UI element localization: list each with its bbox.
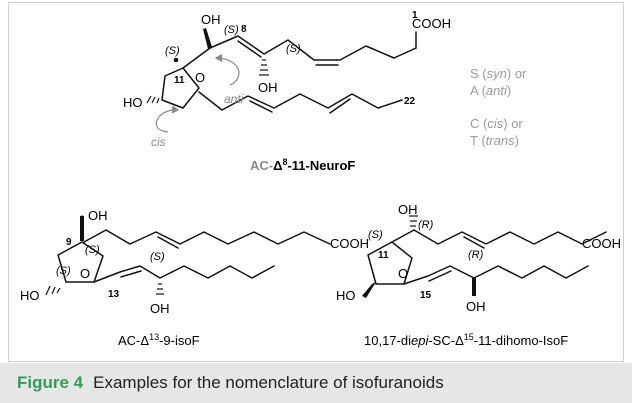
top-num-11: 11 — [174, 75, 185, 86]
top-num-22: 22 — [404, 96, 416, 107]
top-num-8: 8 — [241, 24, 247, 35]
br-stereo-r2: (R) — [468, 249, 484, 261]
bl-compound-name: AC-Δ13-9-isoF — [118, 332, 200, 348]
top-ring-o: O — [195, 70, 205, 85]
bl-ho: HO — [20, 288, 40, 303]
br-num-15: 15 — [420, 290, 432, 301]
bl-hashed-oh — [156, 283, 164, 295]
bl-ring-o: O — [80, 266, 90, 281]
top-double-bond-8 — [237, 40, 262, 58]
br-double-bond — [463, 236, 485, 249]
bl-hashed-ho — [45, 285, 61, 296]
bl-ring-bonds — [57, 241, 104, 283]
top-hashed-bond-ho — [146, 95, 160, 104]
caption-text: Examples for the nomenclature of isofura… — [93, 373, 444, 392]
br-compound-name: 10,17-diepi-SC-Δ15-11-dihomo-IsoF — [364, 332, 568, 348]
bl-stereo-s2: (S) — [56, 265, 71, 277]
bottom-right-molecule: OH (S) (R) COOH 11 O HO (R) 15 OH 10,17-… — [336, 202, 621, 348]
top-oh-top: OH — [201, 12, 221, 27]
bl-double-bond-13 — [120, 270, 142, 278]
br-ring-o: O — [398, 266, 408, 281]
br-upper-chain — [413, 229, 607, 245]
bl-wedge — [80, 216, 84, 241]
top-stereo-s1: (S) — [165, 45, 180, 57]
top-oh-mid: OH — [258, 80, 278, 95]
top-cooh: COOH — [412, 16, 451, 31]
top-compound-name: AC-Δ8-11-NeuroF — [250, 157, 355, 173]
bl-upper-chain — [83, 229, 331, 245]
top-num-1: 1 — [412, 10, 418, 21]
br-num-11: 11 — [378, 250, 389, 261]
br-stereo-r1: (R) — [418, 219, 434, 231]
br-oh-bottom: OH — [466, 299, 486, 314]
br-wedge-oh — [472, 278, 476, 296]
bl-num-9: 9 — [66, 237, 72, 248]
radical-dot — [173, 57, 179, 63]
bl-stereo-s1: (S) — [85, 244, 100, 256]
top-upper-chain — [209, 35, 417, 61]
br-hashed-oh-top — [409, 215, 418, 227]
cis-arrow — [155, 105, 180, 133]
bottom-left-molecule: OH COOH 9 (S) (S) O HO (S) 13 OH AC-Δ13-… — [20, 208, 369, 348]
legend-anti: A (anti) — [470, 83, 511, 98]
br-double-bond-15 — [428, 270, 452, 282]
br-wedge-ho — [362, 282, 376, 298]
anti-label: anti — [224, 92, 244, 106]
nomenclature-legend: S (syn) or A (anti) C (cis) or T (trans) — [470, 66, 527, 148]
bl-oh-top: OH — [88, 208, 108, 223]
br-oh-top: OH — [398, 202, 418, 217]
br-cooh: COOH — [582, 236, 621, 251]
cis-label: cis — [151, 135, 166, 149]
top-wedge — [203, 28, 212, 49]
top-stereo-s3: (S) — [286, 43, 301, 55]
top-hashed-bond — [259, 59, 269, 76]
bl-oh-bottom: OH — [150, 301, 170, 316]
legend-cis: C (cis) or — [470, 116, 523, 131]
figure-frame — [8, 2, 624, 362]
bl-cooh: COOH — [330, 236, 369, 251]
br-bond — [391, 229, 415, 243]
top-double-bond-lower1 — [249, 100, 273, 113]
bl-num-13: 13 — [108, 289, 120, 300]
top-double-bond-lower2 — [329, 98, 351, 114]
legend-syn: S (syn) or — [470, 66, 527, 81]
bl-stereo-s3: (S) — [150, 251, 165, 263]
top-stereo-s2: (S) — [224, 24, 239, 36]
br-stereo-s1: (S) — [368, 229, 383, 241]
caption-label: Figure 4 — [17, 373, 84, 392]
top-ring-bonds — [161, 67, 200, 109]
br-ring-bonds — [367, 241, 413, 285]
legend-trans: T (trans) — [470, 133, 519, 148]
bl-double-bond — [157, 236, 179, 249]
bl-lower-chain — [93, 265, 275, 283]
top-molecule: OH OH COOH O HO 1 8 11 22 (S) (S) (S) an… — [123, 10, 451, 173]
top-lower-chain — [198, 91, 403, 111]
br-lower-chain — [403, 265, 589, 285]
anti-arrow — [214, 53, 240, 86]
top-ho: HO — [123, 95, 143, 110]
figure-caption: Figure 4 Examples for the nomenclature of… — [0, 363, 632, 403]
br-ho: HO — [336, 288, 356, 303]
top-bond — [182, 47, 211, 69]
